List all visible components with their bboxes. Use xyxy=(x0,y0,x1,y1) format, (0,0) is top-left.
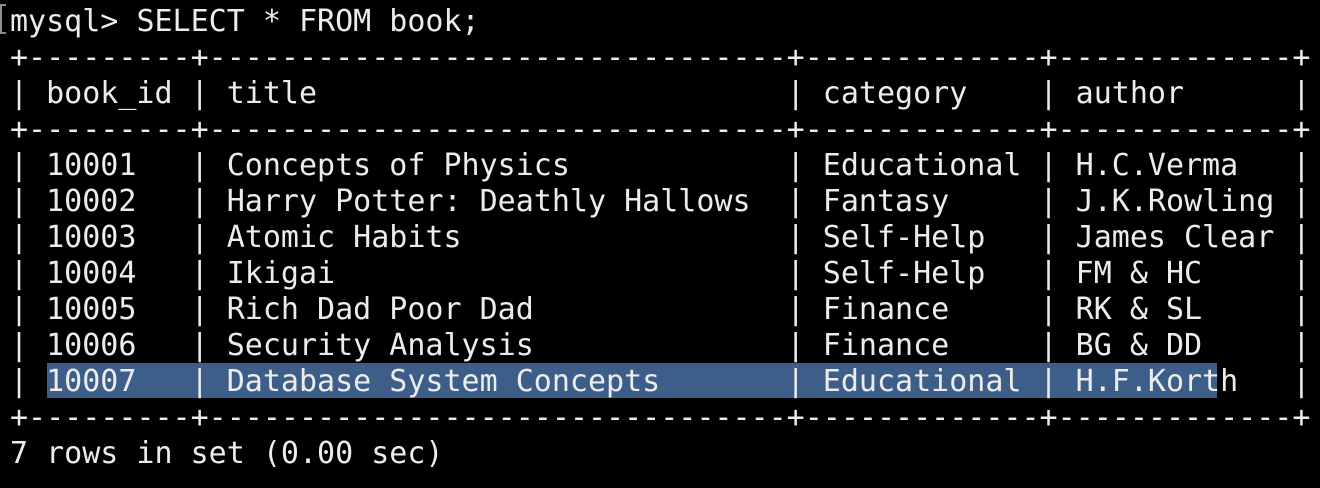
table-header-row: | book_id | title | category | author | xyxy=(10,76,1311,111)
result-summary: 7 rows in set (0.00 sec) xyxy=(10,436,444,471)
table-border-header: +---------+-----------------------------… xyxy=(10,112,1311,147)
prompt-marker-icon xyxy=(0,4,6,34)
table-row[interactable]: | 10003 | Atomic Habits | Self-Help | Ja… xyxy=(10,220,1311,255)
table-row[interactable]: | 10001 | Concepts of Physics | Educatio… xyxy=(10,148,1311,183)
mysql-prompt: mysql> xyxy=(10,4,137,39)
selection-highlight xyxy=(47,363,1217,398)
table-border-bottom: +---------+-----------------------------… xyxy=(10,400,1311,435)
table-row[interactable]: | 10005 | Rich Dad Poor Dad | Finance | … xyxy=(10,292,1311,327)
table-row[interactable]: | 10006 | Security Analysis | Finance | … xyxy=(10,328,1311,363)
command-line: mysql> SELECT * FROM book; xyxy=(10,4,480,40)
sql-command: SELECT * FROM book; xyxy=(136,4,480,39)
table-border-top: +---------+-----------------------------… xyxy=(10,40,1311,75)
table-row[interactable]: | 10004 | Ikigai | Self-Help | FM & HC | xyxy=(10,256,1311,291)
table-row[interactable]: | 10002 | Harry Potter: Deathly Hallows … xyxy=(10,184,1311,219)
table-row-selected[interactable]: | 10007 | Database System Concepts | Edu… xyxy=(10,364,1311,399)
